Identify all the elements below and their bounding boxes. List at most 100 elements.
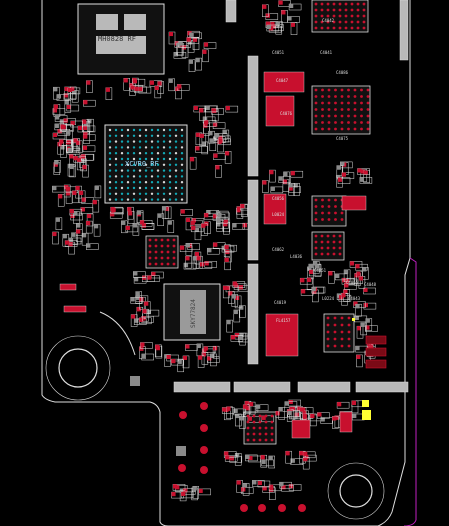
smd-component[interactable] (73, 155, 86, 163)
power-pad[interactable] (263, 71, 305, 93)
smd-component[interactable] (328, 271, 335, 284)
smd-component[interactable] (341, 172, 355, 179)
connector-strip[interactable] (247, 55, 259, 177)
power-pad[interactable] (291, 419, 311, 439)
smd-component[interactable] (161, 206, 169, 219)
smd-component[interactable] (340, 161, 353, 169)
smd-component[interactable] (110, 206, 123, 214)
test-pad[interactable] (258, 504, 266, 512)
power-pad[interactable] (59, 283, 77, 291)
smd-component[interactable] (201, 348, 215, 356)
smd-component[interactable] (194, 227, 202, 241)
smd-component[interactable] (167, 220, 175, 233)
highlight-pad[interactable] (352, 318, 355, 321)
smd-component[interactable] (204, 261, 217, 268)
smd-component[interactable] (133, 276, 147, 284)
smd-component[interactable] (83, 99, 96, 107)
smd-component[interactable] (236, 206, 244, 219)
smd-component[interactable] (225, 105, 239, 113)
smd-component[interactable] (260, 454, 267, 468)
smd-component[interactable] (242, 404, 250, 417)
smd-component[interactable] (356, 354, 363, 368)
smd-component[interactable] (252, 480, 265, 487)
smd-component[interactable] (224, 257, 231, 271)
smd-component[interactable] (207, 247, 220, 255)
smd-component[interactable] (157, 213, 164, 226)
smd-component[interactable] (69, 208, 83, 216)
smd-component[interactable] (180, 209, 193, 216)
smd-component[interactable] (55, 217, 63, 230)
smd-component[interactable] (64, 86, 71, 100)
smd-component[interactable] (306, 277, 314, 291)
smd-component[interactable] (215, 165, 222, 178)
smd-component[interactable] (75, 229, 83, 242)
smd-component[interactable] (245, 405, 259, 413)
smd-component[interactable] (223, 221, 230, 235)
smd-component[interactable] (234, 295, 242, 309)
smd-component[interactable] (125, 225, 139, 233)
smd-component[interactable] (365, 325, 378, 332)
power-pad[interactable] (341, 195, 367, 211)
smd-component[interactable] (178, 41, 191, 48)
smd-component[interactable] (202, 49, 209, 63)
test-pad[interactable] (200, 402, 208, 410)
smd-component[interactable] (195, 57, 202, 71)
smd-component[interactable] (257, 480, 271, 488)
smd-component[interactable] (94, 185, 102, 199)
smd-component[interactable] (278, 0, 291, 7)
smd-component[interactable] (93, 223, 101, 237)
smd-component[interactable] (139, 220, 153, 227)
connector-strip[interactable] (247, 263, 259, 365)
smd-component[interactable] (130, 85, 143, 92)
smd-component[interactable] (337, 177, 351, 184)
smd-component[interactable] (192, 486, 199, 499)
smd-component[interactable] (69, 164, 76, 178)
smd-component[interactable] (132, 223, 140, 236)
connector-strip[interactable] (233, 381, 291, 393)
smd-component[interactable] (226, 406, 233, 419)
smd-component[interactable] (173, 52, 187, 59)
smd-component[interactable] (54, 160, 61, 173)
smd-component[interactable] (262, 180, 269, 193)
smd-component[interactable] (52, 231, 59, 245)
smd-component[interactable] (82, 145, 96, 153)
smd-component[interactable] (363, 287, 376, 295)
smd-component[interactable] (288, 484, 302, 491)
smd-component[interactable] (236, 480, 243, 493)
smd-component[interactable] (355, 303, 362, 317)
smd-component[interactable] (199, 262, 213, 269)
smd-component[interactable] (213, 153, 226, 160)
smd-component[interactable] (217, 212, 230, 220)
smd-component[interactable] (287, 16, 300, 23)
smd-component[interactable] (168, 31, 176, 45)
smd-component[interactable] (212, 345, 220, 359)
smd-component[interactable] (262, 4, 269, 17)
smd-component[interactable] (255, 404, 269, 411)
smd-component[interactable] (266, 24, 280, 32)
smd-component[interactable] (232, 223, 245, 230)
smd-component[interactable] (77, 125, 91, 133)
smd-component[interactable] (109, 212, 123, 219)
smd-component[interactable] (76, 157, 84, 171)
connector-strip[interactable] (225, 0, 237, 23)
smd-component[interactable] (71, 89, 79, 103)
smd-component[interactable] (186, 37, 199, 44)
test-pad[interactable] (178, 464, 186, 472)
smd-component[interactable] (317, 412, 330, 419)
smd-component[interactable] (261, 415, 274, 423)
smd-component[interactable] (92, 199, 100, 213)
smd-component[interactable] (72, 190, 79, 204)
smd-component[interactable] (189, 156, 197, 170)
smd-component[interactable] (362, 267, 369, 280)
smd-component[interactable] (182, 355, 190, 369)
smd-component[interactable] (224, 244, 237, 252)
smd-component[interactable] (203, 120, 217, 127)
smd-component[interactable] (223, 451, 237, 458)
smd-component[interactable] (344, 283, 357, 290)
smd-component[interactable] (151, 271, 164, 279)
smd-component[interactable] (288, 3, 302, 11)
smd-component[interactable] (199, 108, 206, 121)
smd-component[interactable] (189, 32, 202, 40)
smd-component[interactable] (57, 194, 65, 207)
smd-component[interactable] (269, 169, 276, 183)
